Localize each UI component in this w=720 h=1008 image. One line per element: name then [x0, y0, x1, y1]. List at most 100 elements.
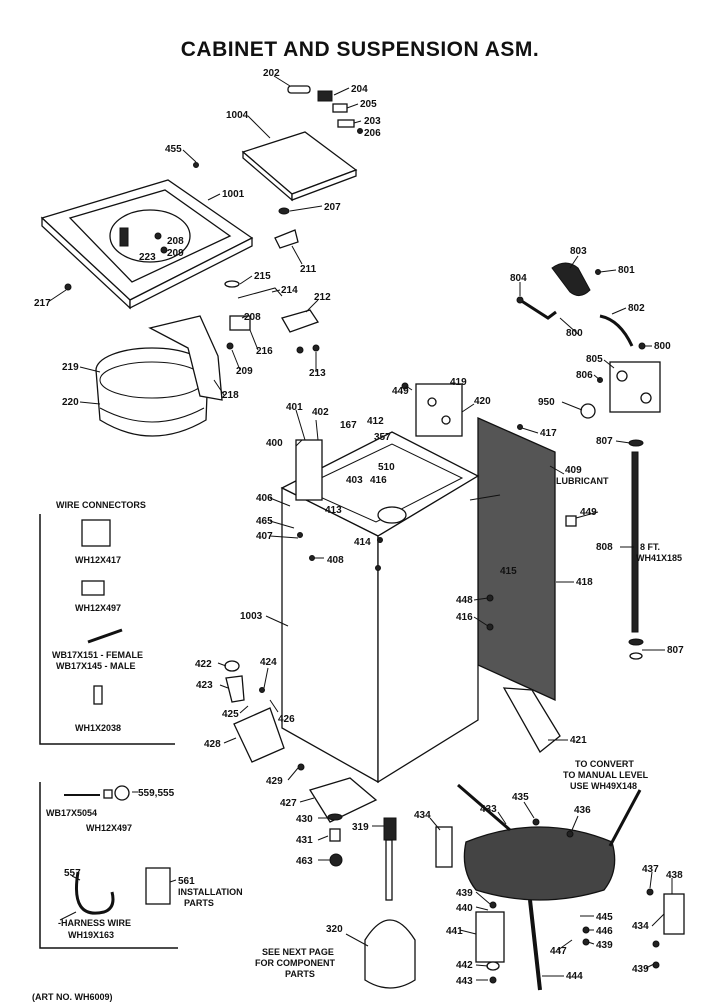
callout-1001: 1001	[222, 189, 245, 200]
callout-449b: 449	[580, 507, 597, 518]
callout-219: 219	[62, 362, 79, 373]
callout-430: 430	[296, 814, 313, 825]
part-403-shape	[377, 506, 407, 524]
callout-804: 804	[510, 273, 527, 284]
part-950-shape	[580, 403, 596, 419]
callout-211: 211	[300, 264, 317, 275]
callout-440: 440	[456, 903, 473, 914]
callout-455: 455	[165, 144, 182, 155]
convert-note-1: TO CONVERT	[575, 759, 634, 769]
base-frame-shape	[463, 826, 616, 901]
callout-401: 401	[286, 402, 303, 413]
callout-labels: 202 204 205 203 206 1004 455 1001 207 20…	[32, 68, 684, 1002]
part-428-shape	[233, 707, 285, 763]
callout-421: 421	[570, 735, 587, 746]
installation-label-2: PARTS	[184, 898, 214, 908]
callout-806: 806	[576, 370, 593, 381]
callout-204: 204	[351, 84, 368, 95]
callout-431: 431	[296, 835, 313, 846]
callout-217: 217	[34, 298, 51, 309]
harness-wire-label-1: -HARNESS WIRE	[58, 918, 131, 928]
callout-427: 427	[280, 798, 297, 809]
part-421-shape	[502, 687, 561, 753]
callout-424: 424	[260, 657, 277, 668]
callout-416a: 416	[370, 475, 387, 486]
callout-800a: 800	[566, 328, 583, 339]
callout-215: 215	[254, 271, 271, 282]
cabinet-front-shape	[281, 486, 379, 784]
callout-801: 801	[618, 265, 635, 276]
callout-216: 216	[256, 346, 273, 357]
callout-438: 438	[666, 870, 683, 881]
callout-436: 436	[574, 805, 591, 816]
callout-807b: 807	[667, 645, 684, 656]
installation-label-1: INSTALLATION	[178, 887, 243, 897]
part-205-shape	[332, 103, 348, 113]
callout-202: 202	[263, 68, 280, 79]
part-204-shape	[317, 90, 333, 102]
leader-lines	[47, 75, 673, 981]
part-207-shape	[278, 207, 290, 215]
callout-445: 445	[596, 912, 613, 923]
water-valve-shape	[609, 361, 661, 413]
callout-444: 444	[566, 971, 583, 982]
part-441-shape	[475, 911, 505, 963]
callout-212: 212	[314, 292, 331, 303]
callout-320: 320	[326, 924, 343, 935]
callout-357: 357	[374, 432, 391, 443]
part-444-shape	[528, 899, 542, 991]
callout-808: 808	[596, 542, 613, 553]
callout-803: 803	[570, 246, 587, 257]
harness-wb-part: WB17X5054	[46, 808, 97, 818]
insulation-panel-shape	[477, 417, 556, 702]
convert-note-3: USE WH49X148	[570, 781, 637, 791]
callout-422: 422	[195, 659, 212, 670]
part-211-shape	[274, 229, 299, 249]
lid-shape	[241, 131, 358, 195]
callout-559-555: 559,555	[138, 788, 175, 799]
callout-429: 429	[266, 776, 283, 787]
callout-510: 510	[378, 462, 395, 473]
callout-465: 465	[256, 516, 273, 527]
callout-213: 213	[309, 368, 326, 379]
callout-1003: 1003	[240, 611, 263, 622]
callout-443: 443	[456, 976, 473, 987]
callout-207: 207	[324, 202, 341, 213]
callout-208a: 208	[167, 236, 184, 247]
callout-167: 167	[340, 420, 357, 431]
callout-425: 425	[222, 709, 239, 720]
part-218-shape	[148, 315, 223, 401]
part-202-shape	[287, 85, 311, 94]
wire-connectors-box	[39, 514, 175, 745]
callout-413: 413	[325, 505, 342, 516]
callout-800b: 800	[654, 341, 671, 352]
part-212-shape	[281, 309, 320, 333]
callout-209a: 209	[167, 248, 184, 259]
wire-connectors-heading: WIRE CONNECTORS	[56, 500, 146, 510]
hose-part-note: WH41X185	[636, 553, 682, 563]
callout-433: 433	[480, 804, 497, 815]
callout-409: 409	[565, 465, 582, 476]
cabinet-side-shape	[377, 474, 479, 784]
callout-434b: 434	[632, 921, 649, 932]
callout-423: 423	[196, 680, 213, 691]
part-214-shape	[237, 287, 283, 299]
tub-ring	[95, 315, 223, 437]
callout-439c: 439	[632, 964, 649, 975]
callout-463: 463	[296, 856, 313, 867]
part-400-shape	[295, 439, 323, 501]
callout-446: 446	[596, 926, 613, 937]
lubricant-note: LUBRICANT	[556, 476, 609, 486]
callout-400: 400	[266, 438, 283, 449]
callout-419: 419	[450, 377, 467, 388]
drive-assembly	[327, 813, 416, 989]
part-423-shape	[225, 675, 245, 703]
callout-807a: 807	[596, 436, 613, 447]
callout-319: 319	[352, 822, 369, 833]
wire-connector-3: WB17X151 - FEMALE	[52, 650, 143, 660]
callout-412: 412	[367, 416, 384, 427]
part-215-shape	[224, 280, 240, 288]
callout-439a: 439	[456, 888, 473, 899]
callout-950: 950	[538, 397, 555, 408]
